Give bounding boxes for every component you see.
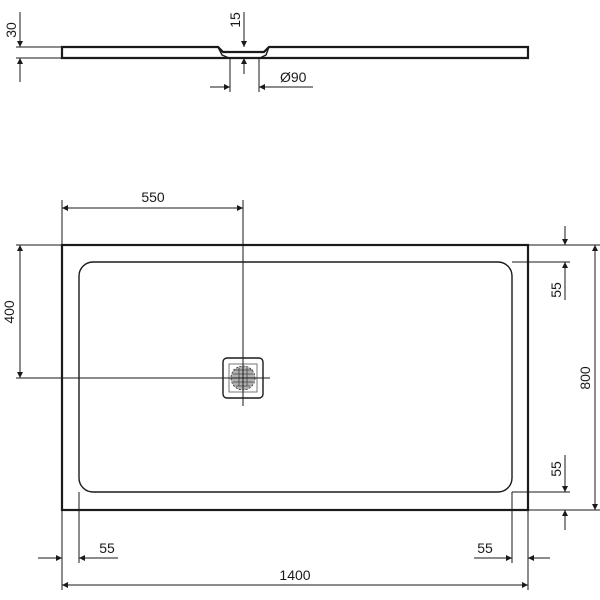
drain-diameter-label: Ø90 bbox=[280, 69, 307, 85]
rim-right-label: 55 bbox=[477, 540, 493, 556]
side-view: 30 15 Ø90 bbox=[3, 12, 530, 92]
total-width-label: 1400 bbox=[279, 567, 310, 583]
rim-top-label: 55 bbox=[548, 282, 564, 298]
drain-offset-x-label: 550 bbox=[141, 189, 165, 205]
plan-view: 550 400 800 55 55 55 55 bbox=[1, 189, 600, 590]
tray-profile bbox=[60, 45, 530, 60]
rim-bottom-label: 55 bbox=[548, 461, 564, 477]
drain-depth-label: 15 bbox=[227, 12, 243, 28]
rim-left-label: 55 bbox=[99, 540, 115, 556]
drain-offset-y-label: 400 bbox=[1, 300, 17, 324]
tray-basin bbox=[78, 261, 513, 493]
total-depth-label: 800 bbox=[577, 366, 593, 390]
thickness-label: 30 bbox=[3, 22, 19, 38]
